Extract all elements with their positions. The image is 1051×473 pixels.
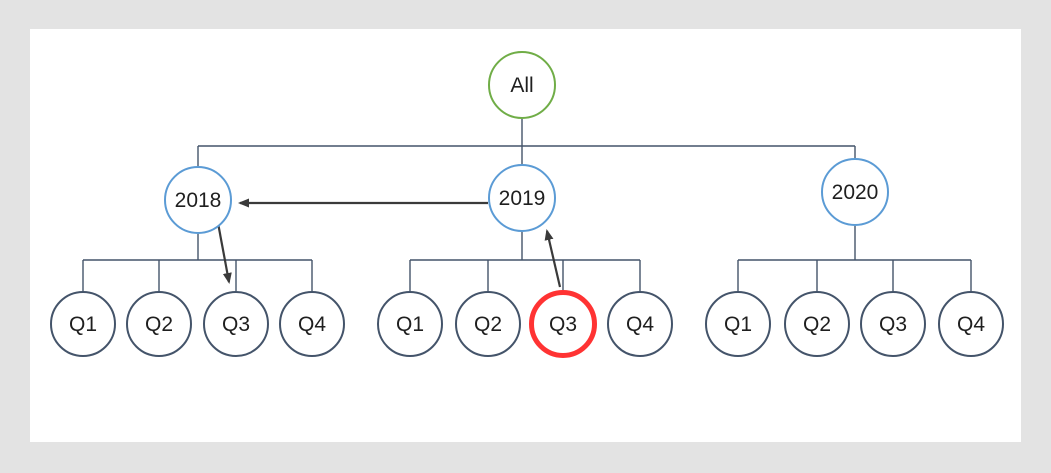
quarter-node-label: Q4: [956, 312, 985, 336]
quarter-node-label: Q4: [297, 312, 326, 336]
quarter-node-label: Q1: [395, 312, 424, 336]
node-2020-q4[interactable]: Q4: [938, 291, 1004, 357]
node-2018-q3[interactable]: Q3: [203, 291, 269, 357]
node-2019-q4[interactable]: Q4: [607, 291, 673, 357]
node-2020-q1[interactable]: Q1: [705, 291, 771, 357]
node-2018-q2[interactable]: Q2: [126, 291, 192, 357]
quarter-node-label: Q4: [625, 312, 654, 336]
quarter-node-label: Q3: [221, 312, 250, 336]
connector-layer: [82, 119, 972, 291]
quarter-node-label: Q2: [473, 312, 502, 336]
quarter-node-label: Q1: [68, 312, 97, 336]
node-2018-q4[interactable]: Q4: [279, 291, 345, 357]
arrow-2019-q3-to-2019: [544, 229, 562, 288]
node-2019-q3-highlighted[interactable]: Q3: [529, 290, 597, 358]
quarter-node-label: Q2: [144, 312, 173, 336]
node-2018-q1[interactable]: Q1: [50, 291, 116, 357]
root-node-label: All: [510, 73, 534, 97]
quarter-node-label: Q2: [802, 312, 831, 336]
arrow-2018-to-2018-q3: [216, 222, 232, 284]
node-2020-q3[interactable]: Q3: [860, 291, 926, 357]
year-node-label: 2019: [498, 186, 546, 210]
node-2019-q1[interactable]: Q1: [377, 291, 443, 357]
quarter-node-label: Q3: [548, 312, 577, 336]
node-2019-q2[interactable]: Q2: [455, 291, 521, 357]
year-node-label: 2018: [174, 188, 222, 212]
node-2018[interactable]: 2018: [164, 166, 232, 234]
year-node-label: 2020: [831, 180, 879, 204]
node-2019[interactable]: 2019: [488, 164, 556, 232]
node-2020[interactable]: 2020: [821, 158, 889, 226]
quarter-node-label: Q3: [878, 312, 907, 336]
diagram-canvas: All 2018 2019 2020 Q1 Q2 Q3 Q4 Q1 Q2: [30, 29, 1021, 442]
quarter-node-label: Q1: [723, 312, 752, 336]
node-all[interactable]: All: [488, 51, 556, 119]
node-2020-q2[interactable]: Q2: [784, 291, 850, 357]
